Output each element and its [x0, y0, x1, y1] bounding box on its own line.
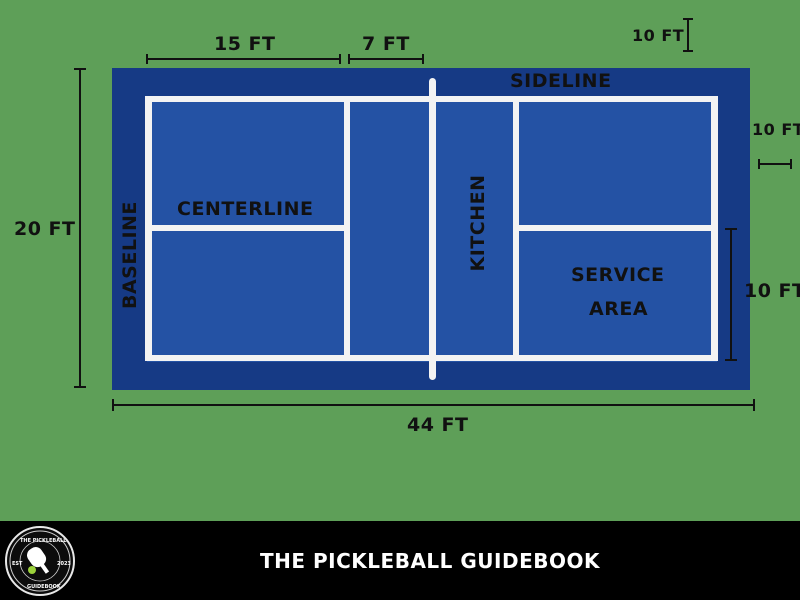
service-area-label-line2: AREA — [589, 298, 649, 320]
service-area-label-line1: SERVICE — [571, 264, 665, 286]
dimension-tick — [74, 386, 86, 388]
left-centerline — [150, 225, 346, 231]
sideline-label: SIDELINE — [510, 70, 612, 92]
footer-title: THE PICKLEBALL GUIDEBOOK — [260, 549, 600, 573]
dimension-line-10ft-right — [758, 163, 792, 165]
dimension-tick — [725, 359, 737, 361]
logo-top-text: THE PICKLEBALL — [20, 538, 67, 544]
dimension-tick — [146, 54, 148, 64]
right-kitchen-line — [513, 96, 519, 361]
dimension-tick — [112, 399, 114, 411]
dimension-tick — [683, 18, 693, 20]
dimension-label-15ft: 15 FT — [214, 33, 276, 55]
logo-bottom-text: GUIDEBOOK — [27, 584, 61, 590]
right-centerline — [517, 225, 713, 231]
court-right-baseline — [711, 96, 718, 361]
dimension-tick — [74, 68, 86, 70]
dimension-tick — [348, 54, 350, 64]
dimension-line-7ft — [348, 58, 424, 60]
dimension-line-44ft — [112, 404, 755, 406]
baseline-label: BASELINE — [119, 201, 141, 309]
dimension-tick — [422, 54, 424, 64]
dimension-line-10ft-service — [730, 228, 732, 361]
dimension-tick — [790, 159, 792, 169]
logo-ring-icon — [9, 530, 71, 592]
dimension-tick — [725, 228, 737, 230]
dimension-line-20ft — [79, 68, 81, 388]
guidebook-logo: THE PICKLEBALL EST 2023 GUIDEBOOK — [5, 526, 75, 596]
dimension-line-10ft-top — [687, 18, 689, 52]
dimension-label-10ft-right: 10 FT — [752, 120, 800, 139]
kitchen-label: KITCHEN — [467, 174, 489, 272]
dimension-label-7ft: 7 FT — [362, 33, 410, 55]
dimension-tick — [758, 159, 760, 169]
centerline-label: CENTERLINE — [177, 198, 314, 220]
footer-bar — [0, 521, 800, 600]
dimension-label-10ft-service: 10 FT — [744, 280, 800, 302]
net-line — [429, 78, 436, 380]
left-kitchen-line — [344, 96, 350, 361]
dimension-tick — [339, 54, 341, 64]
dimension-label-10ft-top: 10 FT — [632, 26, 685, 45]
dimension-tick — [753, 399, 755, 411]
pickleball-paddle-icon — [27, 547, 50, 574]
dimension-line-15ft — [146, 58, 341, 60]
logo-right-text: 2023 — [57, 561, 71, 567]
dimension-label-20ft: 20 FT — [14, 218, 76, 240]
court-left-baseline — [145, 96, 152, 361]
logo-left-text: EST — [12, 561, 23, 567]
dimension-tick — [683, 50, 693, 52]
dimension-label-44ft: 44 FT — [407, 414, 469, 436]
